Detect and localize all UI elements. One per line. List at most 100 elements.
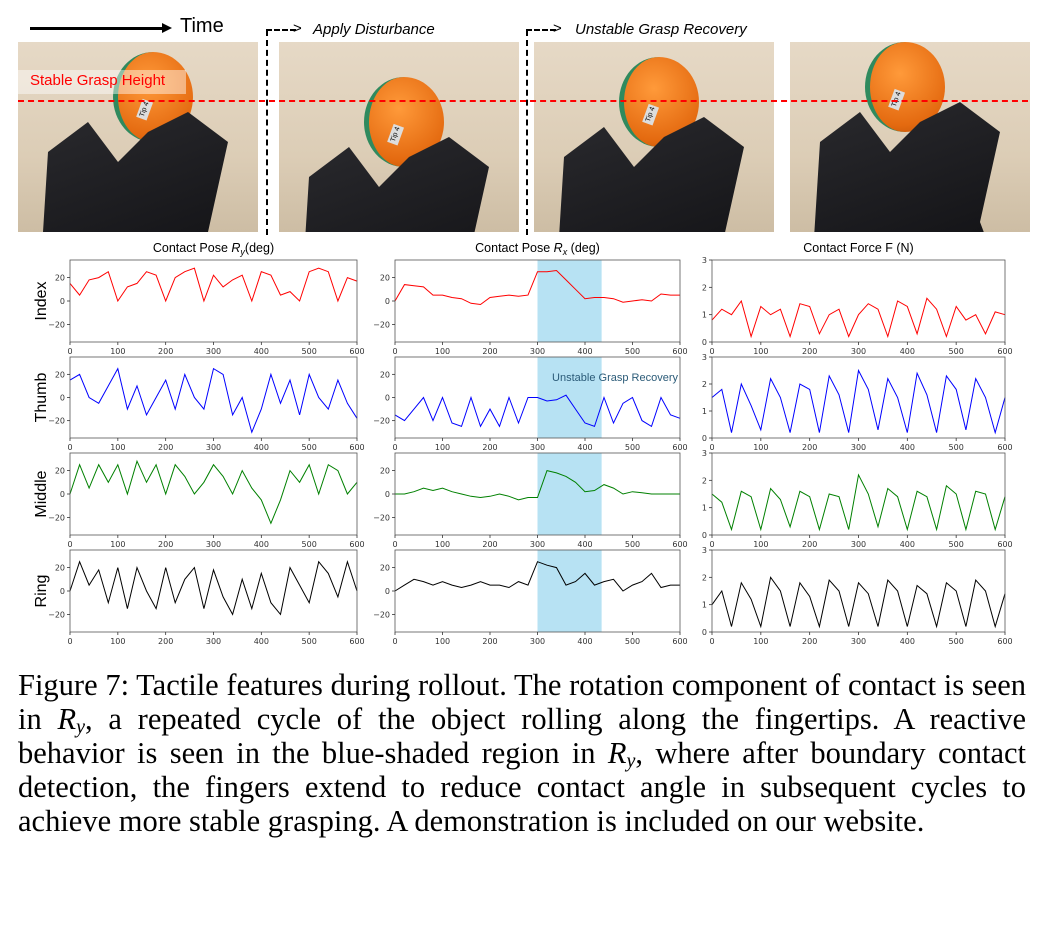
y-tick-label: −20 [48, 513, 65, 522]
x-tick-label: 200 [802, 637, 817, 646]
series-line-middle-Rx [395, 470, 680, 501]
x-tick-label: 500 [949, 540, 964, 549]
stable-grasp-height-line [18, 100, 1028, 102]
rollout-photo: Tip 4 [18, 42, 258, 232]
x-tick-label: 500 [625, 347, 640, 356]
y-tick-label: 0 [60, 297, 65, 306]
y-tick-label: 1 [702, 407, 707, 416]
x-tick-label: 600 [672, 443, 687, 452]
x-tick-label: 200 [482, 540, 497, 549]
y-tick-label: 0 [385, 297, 390, 306]
caption-text-1: Figure 7: Tactile features during rollou… [18, 668, 1026, 736]
y-tick-label: −20 [48, 320, 65, 329]
x-tick-label: 0 [67, 637, 72, 646]
y-tick-label: 3 [702, 449, 707, 458]
recovery-label: Unstable Grasp Recovery [575, 21, 747, 38]
x-tick-label: 600 [349, 443, 364, 452]
disturbance-label: Apply Disturbance [313, 21, 435, 38]
x-tick-label: 100 [753, 347, 768, 356]
series-line-index-Ry [69, 267, 358, 303]
plot-frame [711, 259, 1006, 343]
y-tick-label: 1 [702, 504, 707, 513]
x-tick-label: 200 [482, 637, 497, 646]
caption-math-ry: Ry [57, 702, 86, 738]
series-line-index-F [711, 297, 1006, 339]
x-tick-label: 600 [997, 540, 1012, 549]
x-tick-label: 300 [851, 637, 866, 646]
x-tick-label: 500 [625, 443, 640, 452]
x-tick-label: 200 [158, 637, 173, 646]
plot-frame [711, 452, 1006, 536]
x-tick-label: 300 [206, 540, 221, 549]
y-tick-label: 20 [380, 564, 390, 573]
x-tick-label: 600 [349, 347, 364, 356]
series-line-ring-Rx [394, 561, 680, 592]
disturbance-arrowhead: > [293, 20, 302, 37]
x-tick-label: 400 [254, 637, 269, 646]
math-subscript: y [76, 716, 86, 738]
x-tick-label: 600 [672, 347, 687, 356]
disturbance-divider [266, 30, 268, 235]
shaded-region [537, 357, 602, 438]
y-tick-label: 2 [702, 573, 707, 582]
x-tick-label: 300 [530, 347, 545, 356]
row-label-thumb: Thumb [33, 373, 50, 423]
y-tick-label: 20 [55, 274, 65, 283]
x-tick-label: 200 [158, 347, 173, 356]
x-tick-label: 500 [302, 637, 317, 646]
x-tick-label: 400 [900, 540, 915, 549]
math-symbol: R [607, 736, 627, 770]
column-title-Ry: Contact Pose Ry(deg) [153, 241, 274, 257]
x-tick-label: 400 [900, 637, 915, 646]
plot-frame [69, 259, 358, 343]
shaded-region [537, 453, 602, 535]
y-tick-label: 0 [385, 490, 390, 499]
x-tick-label: 500 [949, 347, 964, 356]
x-tick-label: 100 [435, 637, 450, 646]
x-tick-label: 100 [110, 637, 125, 646]
disturbance-arrow [266, 29, 296, 31]
recovery-arrow [526, 29, 556, 31]
y-tick-label: 0 [702, 628, 707, 637]
series-line-ring-Ry [69, 559, 358, 616]
time-label: Time [180, 15, 224, 37]
recovery-arrowhead: > [553, 20, 562, 37]
x-tick-label: 300 [206, 443, 221, 452]
x-tick-label: 400 [254, 347, 269, 356]
x-tick-label: 200 [158, 540, 173, 549]
y-tick-label: 20 [55, 564, 65, 573]
stable-grasp-label: Stable Grasp Height [30, 72, 166, 89]
x-tick-label: 500 [949, 443, 964, 452]
y-tick-label: 0 [702, 338, 707, 347]
y-tick-label: 0 [385, 587, 390, 596]
x-tick-label: 0 [392, 637, 397, 646]
x-tick-label: 400 [577, 443, 592, 452]
x-tick-label: 200 [482, 347, 497, 356]
x-tick-label: 0 [392, 540, 397, 549]
x-tick-label: 200 [802, 347, 817, 356]
y-tick-label: −20 [48, 417, 65, 426]
x-tick-label: 500 [302, 443, 317, 452]
x-tick-label: 200 [158, 443, 173, 452]
row-label-middle: Middle [33, 470, 50, 517]
x-tick-label: 600 [997, 347, 1012, 356]
series-line-middle-Ry [69, 459, 358, 525]
y-tick-label: 2 [702, 380, 707, 389]
series-line-index-Rx [394, 269, 680, 306]
y-tick-label: 0 [60, 490, 65, 499]
x-tick-label: 300 [206, 347, 221, 356]
x-tick-label: 0 [67, 540, 72, 549]
shaded-region [537, 550, 602, 632]
recovery-divider [526, 30, 528, 235]
x-tick-label: 200 [482, 443, 497, 452]
x-tick-label: 400 [900, 443, 915, 452]
rollout-photo: Tip 4 [279, 42, 519, 232]
plot-frame [711, 356, 1006, 439]
y-tick-label: 20 [55, 467, 65, 476]
x-tick-label: 100 [110, 347, 125, 356]
y-tick-label: 1 [702, 601, 707, 610]
y-tick-label: 20 [380, 467, 390, 476]
x-tick-label: 0 [709, 347, 714, 356]
series-line-thumb-F [711, 368, 1006, 435]
row-label-index: Index [33, 281, 50, 320]
